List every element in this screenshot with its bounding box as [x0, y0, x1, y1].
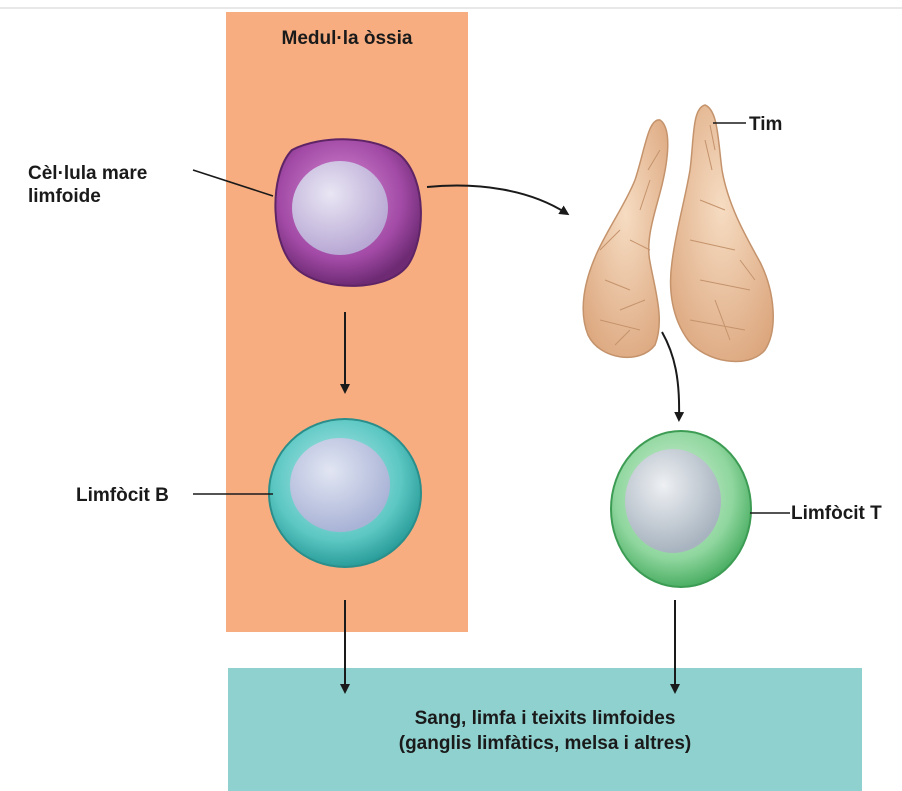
stem-cell-label: Cèl·lula mare limfoide: [28, 162, 147, 208]
b-cell-label: Limfòcit B: [76, 484, 169, 507]
b-lymphocyte: [269, 419, 421, 567]
t-cell-label: Limfòcit T: [791, 502, 882, 525]
destination-line2: (ganglis limfàtics, melsa i altres): [228, 731, 862, 756]
lymphoid-stem-cell: [275, 139, 421, 286]
thymus-label: Tim: [749, 113, 782, 136]
thymus-organ: [583, 105, 773, 361]
destination-text: Sang, limfa i teixits limfoides (ganglis…: [228, 706, 862, 756]
stem-cell-label-line1: Cèl·lula mare: [28, 162, 147, 185]
arrow-thymus-to-t: [662, 332, 679, 418]
bone-marrow-title: Medul·la òssia: [226, 28, 468, 50]
destination-line1: Sang, limfa i teixits limfoides: [228, 706, 862, 731]
t-lymphocyte: [611, 431, 751, 587]
stem-cell-label-line2: limfoide: [28, 185, 147, 208]
